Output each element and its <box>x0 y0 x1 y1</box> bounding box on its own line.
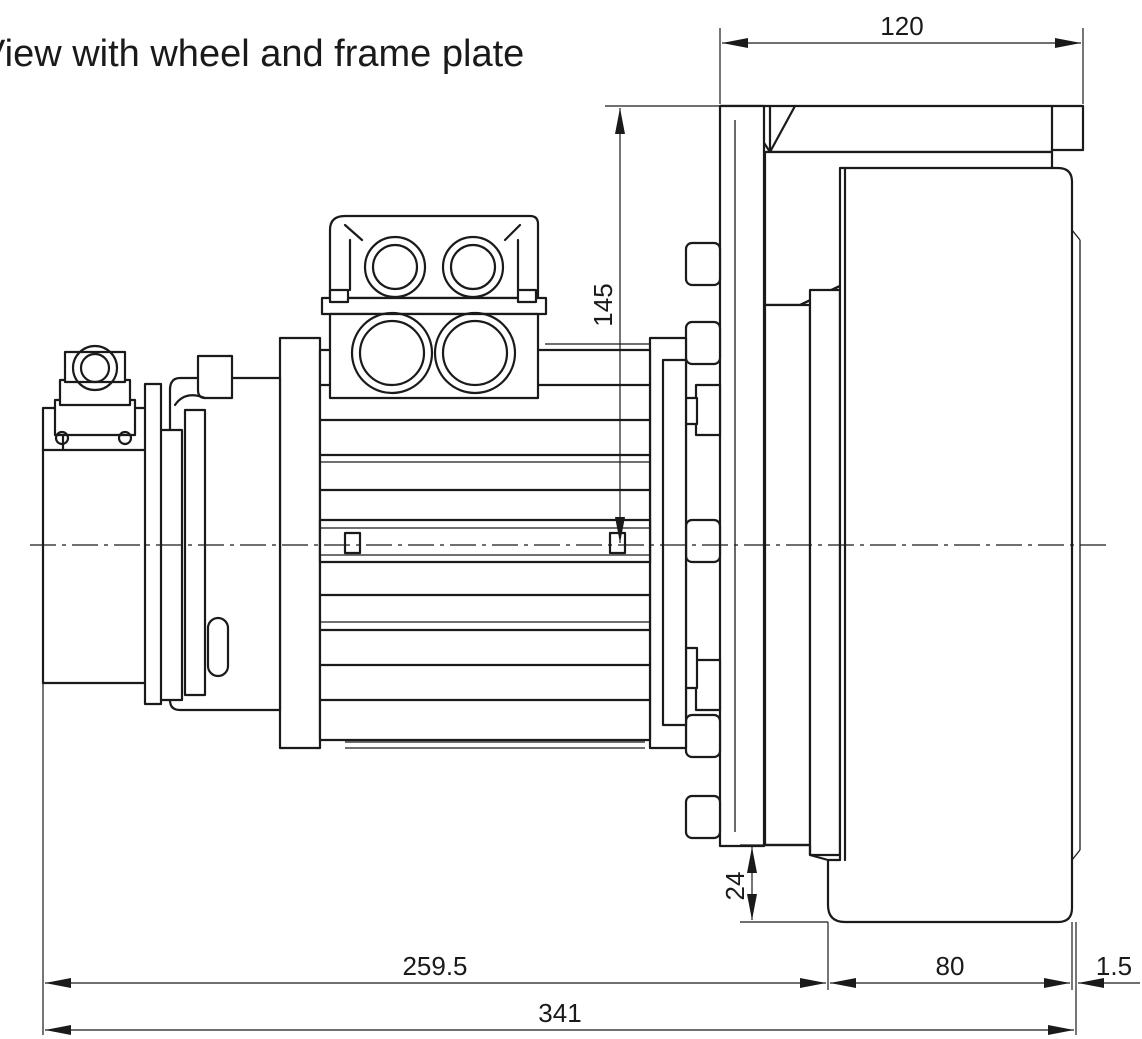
dim-259-5: 259.5 <box>45 951 826 988</box>
mounting-bolts <box>648 241 722 840</box>
wheel <box>762 166 1081 924</box>
dim-80: 80 <box>830 951 1070 988</box>
dim-1-5-label: 1.5 <box>1096 951 1132 981</box>
dim-145: 145 <box>588 105 720 543</box>
motor-body <box>278 336 652 750</box>
terminal-box <box>320 214 548 400</box>
dim-24-label: 24 <box>720 872 750 901</box>
dim-1-5: 1.5 <box>1078 951 1140 988</box>
dim-120: 120 <box>719 11 1084 104</box>
view-title: View with wheel and frame plate <box>0 33 524 75</box>
brake-housing <box>158 354 282 712</box>
dim-120-label: 120 <box>880 11 923 41</box>
dim-259-5-label: 259.5 <box>402 951 467 981</box>
dim-80-label: 80 <box>936 951 965 981</box>
dim-341: 341 <box>45 998 1074 1035</box>
dim-145-label: 145 <box>588 283 618 326</box>
encoder <box>41 344 163 706</box>
dim-341-label: 341 <box>538 998 581 1028</box>
dim-24: 24 <box>720 844 828 923</box>
